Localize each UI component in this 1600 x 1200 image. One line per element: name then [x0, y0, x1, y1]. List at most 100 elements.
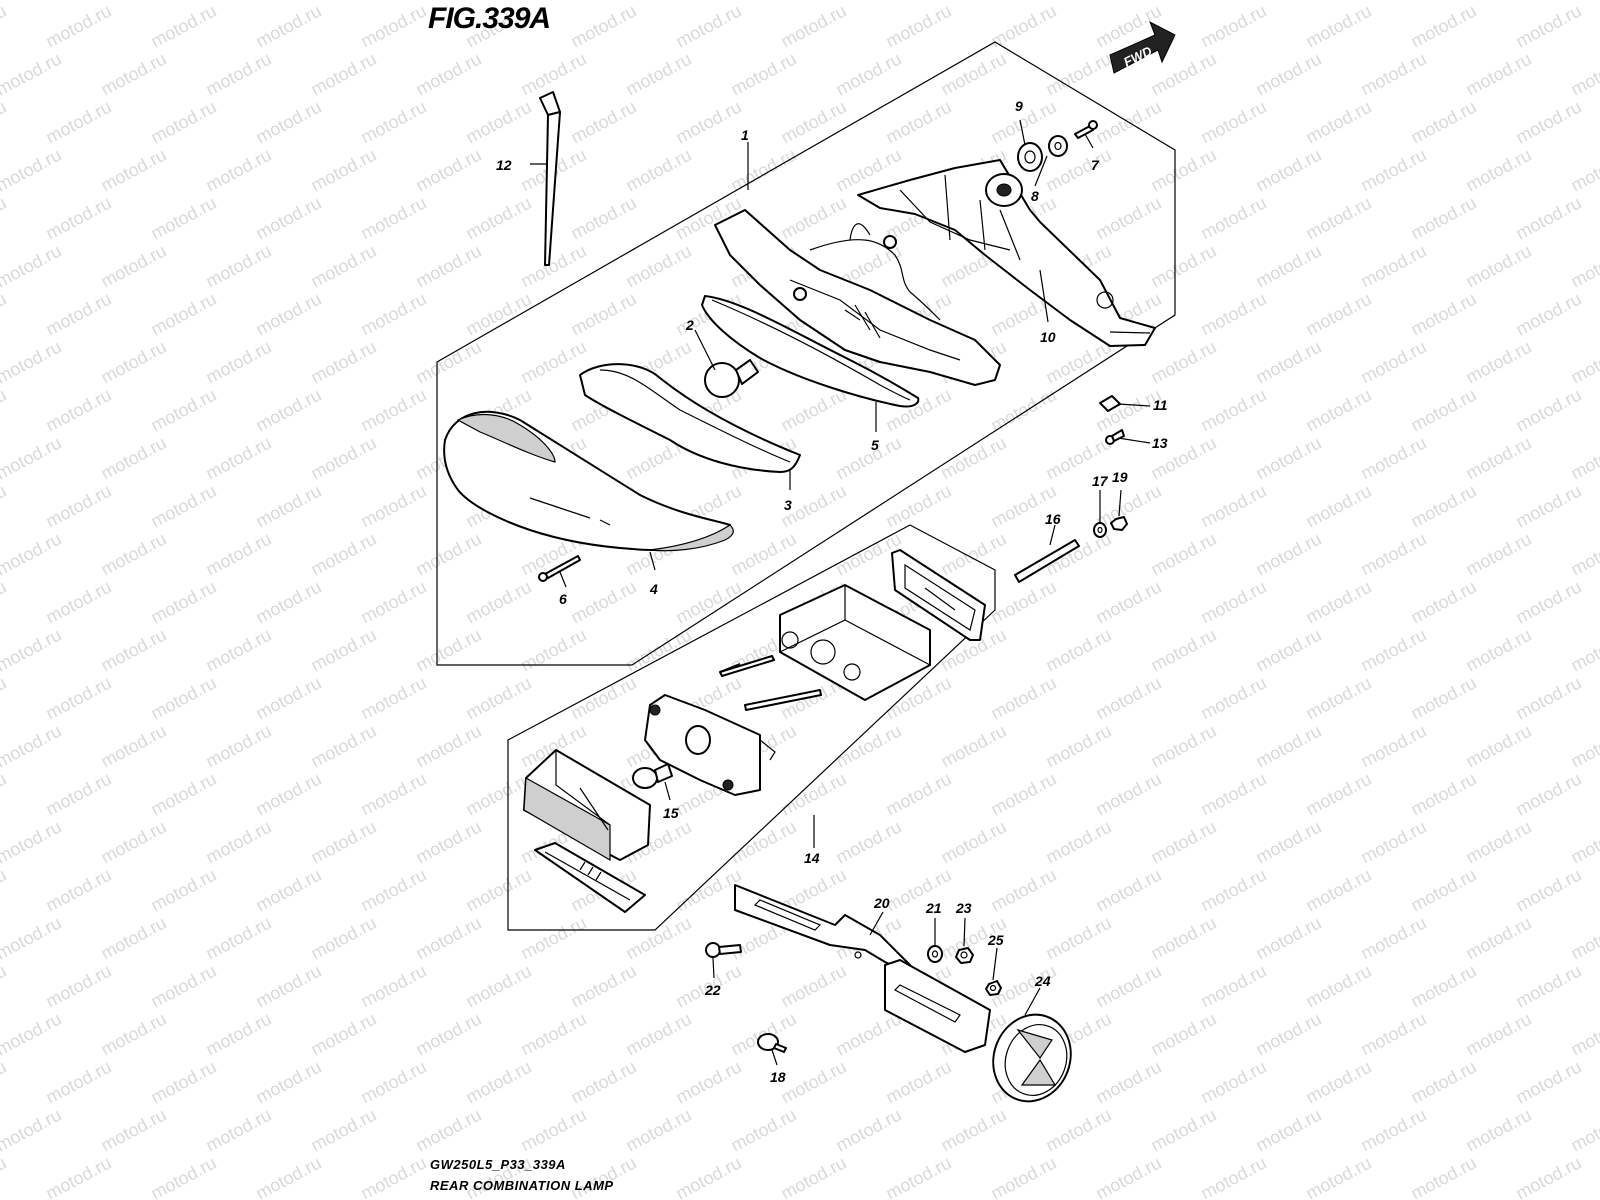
watermark-text: motod.ru	[0, 1153, 10, 1200]
watermark-text: motod.ru	[1407, 1, 1479, 52]
callout-16: 16	[1045, 511, 1061, 527]
watermark-text: motod.ru	[937, 0, 1009, 4]
watermark-text: motod.ru	[1252, 0, 1324, 4]
watermark-text: motod.ru	[462, 961, 534, 1012]
callout-1: 1	[741, 127, 749, 143]
watermark-text: motod.ru	[672, 1153, 744, 1200]
watermark-text: motod.ru	[357, 961, 429, 1012]
watermark-text: motod.ru	[1462, 145, 1534, 196]
watermark-text: motod.ru	[462, 865, 534, 916]
part-3-reflector	[579, 363, 801, 473]
watermark-text: motod.ru	[97, 49, 169, 100]
watermark-text: motod.ru	[1462, 913, 1534, 964]
watermark-text: motod.ru	[147, 1153, 219, 1200]
watermark-text: motod.ru	[97, 241, 169, 292]
callout-14: 14	[804, 850, 820, 866]
watermark-text: motod.ru	[517, 625, 589, 676]
watermark-text: motod.ru	[252, 769, 324, 820]
watermark-text: motod.ru	[567, 673, 639, 724]
watermark-text: motod.ru	[1512, 1057, 1584, 1108]
watermark-text: motod.ru	[727, 145, 799, 196]
watermark-text: motod.ru	[307, 433, 379, 484]
watermark-text: motod.ru	[1252, 241, 1324, 292]
watermark-text: motod.ru	[1407, 481, 1479, 532]
watermark-text: motod.ru	[0, 1, 10, 52]
watermark-text: motod.ru	[1407, 385, 1479, 436]
watermark-text: motod.ru	[1407, 1057, 1479, 1108]
watermark-text: motod.ru	[987, 673, 1059, 724]
watermark-text: motod.ru	[97, 1009, 169, 1060]
watermark-text: motod.ru	[1197, 961, 1269, 1012]
watermark-text: motod.ru	[202, 337, 274, 388]
watermark-text: motod.ru	[357, 385, 429, 436]
watermark-text: motod.ru	[777, 769, 849, 820]
watermark-text: motod.ru	[672, 97, 744, 148]
watermark-text: motod.ru	[357, 769, 429, 820]
watermark-text: motod.ru	[777, 961, 849, 1012]
watermark-text: motod.ru	[1407, 193, 1479, 244]
watermark-text: motod.ru	[1042, 817, 1114, 868]
watermark-text: motod.ru	[567, 1057, 639, 1108]
part-9-grommet	[1017, 142, 1043, 172]
watermark-text: motod.ru	[412, 721, 484, 772]
watermark-text: motod.ru	[1302, 961, 1374, 1012]
watermark-text: motod.ru	[1512, 769, 1584, 820]
part-2-bulb	[704, 359, 759, 398]
watermark-text: motod.ru	[567, 961, 639, 1012]
watermark-text: motod.ru	[1252, 49, 1324, 100]
watermark-text: motod.ru	[1252, 529, 1324, 580]
watermark-text: motod.ru	[1567, 625, 1600, 676]
watermark-text: motod.ru	[1357, 721, 1429, 772]
figure-title: FIG.339A	[428, 2, 551, 35]
watermark-text: motod.ru	[307, 529, 379, 580]
watermark-text: motod.ru	[1567, 1009, 1600, 1060]
watermark-text: motod.ru	[1252, 433, 1324, 484]
watermark-text: motod.ru	[462, 193, 534, 244]
watermark-text: motod.ru	[1302, 673, 1374, 724]
watermark-text: motod.ru	[412, 625, 484, 676]
watermark-text: motod.ru	[202, 721, 274, 772]
watermark-text: motod.ru	[832, 1009, 904, 1060]
watermark-text: motod.ru	[1512, 97, 1584, 148]
watermark-text: motod.ru	[1042, 913, 1114, 964]
watermark-text: motod.ru	[1357, 1009, 1429, 1060]
watermark-text: motod.ru	[147, 769, 219, 820]
watermark-text: motod.ru	[357, 1, 429, 52]
watermark-text: motod.ru	[517, 1009, 589, 1060]
watermark-text: motod.ru	[42, 193, 114, 244]
figure-name: REAR COMBINATION LAMP	[430, 1178, 614, 1193]
watermark-text: motod.ru	[622, 49, 694, 100]
watermark-text: motod.ru	[832, 49, 904, 100]
watermark-text: motod.ru	[567, 289, 639, 340]
watermark-text: motod.ru	[307, 625, 379, 676]
watermark-text: motod.ru	[252, 481, 324, 532]
callout-3: 3	[784, 497, 792, 513]
watermark-text: motod.ru	[462, 769, 534, 820]
watermark-text: motod.ru	[1357, 1105, 1429, 1156]
watermark-text: motod.ru	[97, 145, 169, 196]
watermark-text: motod.ru	[147, 193, 219, 244]
watermark-text: motod.ru	[0, 1057, 10, 1108]
watermark-text: motod.ru	[727, 529, 799, 580]
watermark-text: motod.ru	[567, 193, 639, 244]
watermark-text: motod.ru	[987, 577, 1059, 628]
watermark-text: motod.ru	[462, 97, 534, 148]
watermark-text: motod.ru	[462, 289, 534, 340]
watermark-text: motod.ru	[202, 433, 274, 484]
watermark-text: motod.ru	[252, 193, 324, 244]
watermark-text: motod.ru	[97, 529, 169, 580]
watermark-text: motod.ru	[1252, 145, 1324, 196]
callout-12: 12	[496, 157, 512, 173]
watermark-text: motod.ru	[937, 49, 1009, 100]
watermark-text: motod.ru	[1302, 481, 1374, 532]
watermark-text: motod.ru	[252, 577, 324, 628]
part-8-washer	[1048, 135, 1068, 157]
watermark-text: motod.ru	[1147, 721, 1219, 772]
watermark-text: motod.ru	[1357, 337, 1429, 388]
watermark-text: motod.ru	[1197, 289, 1269, 340]
watermark-text: motod.ru	[1567, 433, 1600, 484]
watermark-text: motod.ru	[1092, 1057, 1164, 1108]
watermark-text: motod.ru	[412, 913, 484, 964]
watermark-text: motod.ru	[0, 97, 10, 148]
watermark-text: motod.ru	[1407, 577, 1479, 628]
